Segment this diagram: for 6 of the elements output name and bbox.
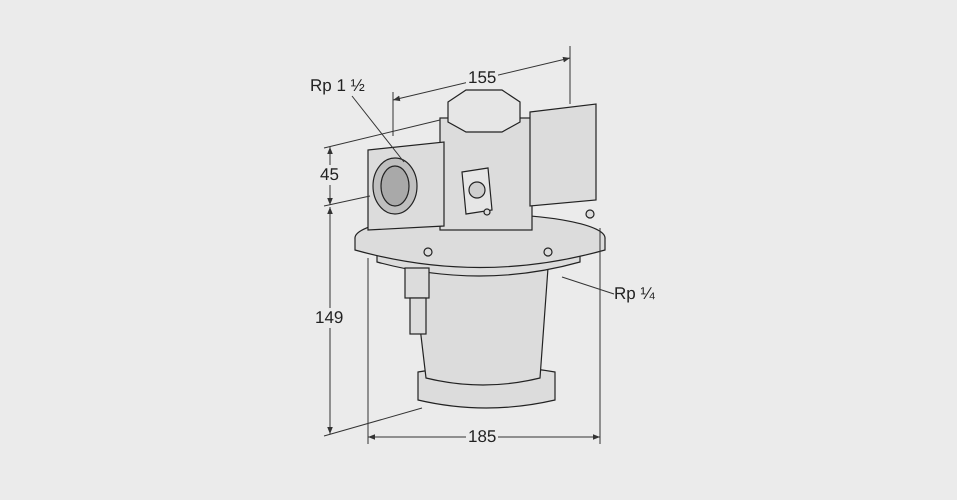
leader-line bbox=[352, 96, 404, 162]
dimension-label: 45 bbox=[318, 165, 341, 185]
callout-label: Rp 1 ½ bbox=[310, 76, 365, 96]
dimension-label: 149 bbox=[313, 308, 346, 328]
leader-line bbox=[562, 276, 614, 294]
callout-label: Rp ¼ bbox=[614, 284, 655, 304]
